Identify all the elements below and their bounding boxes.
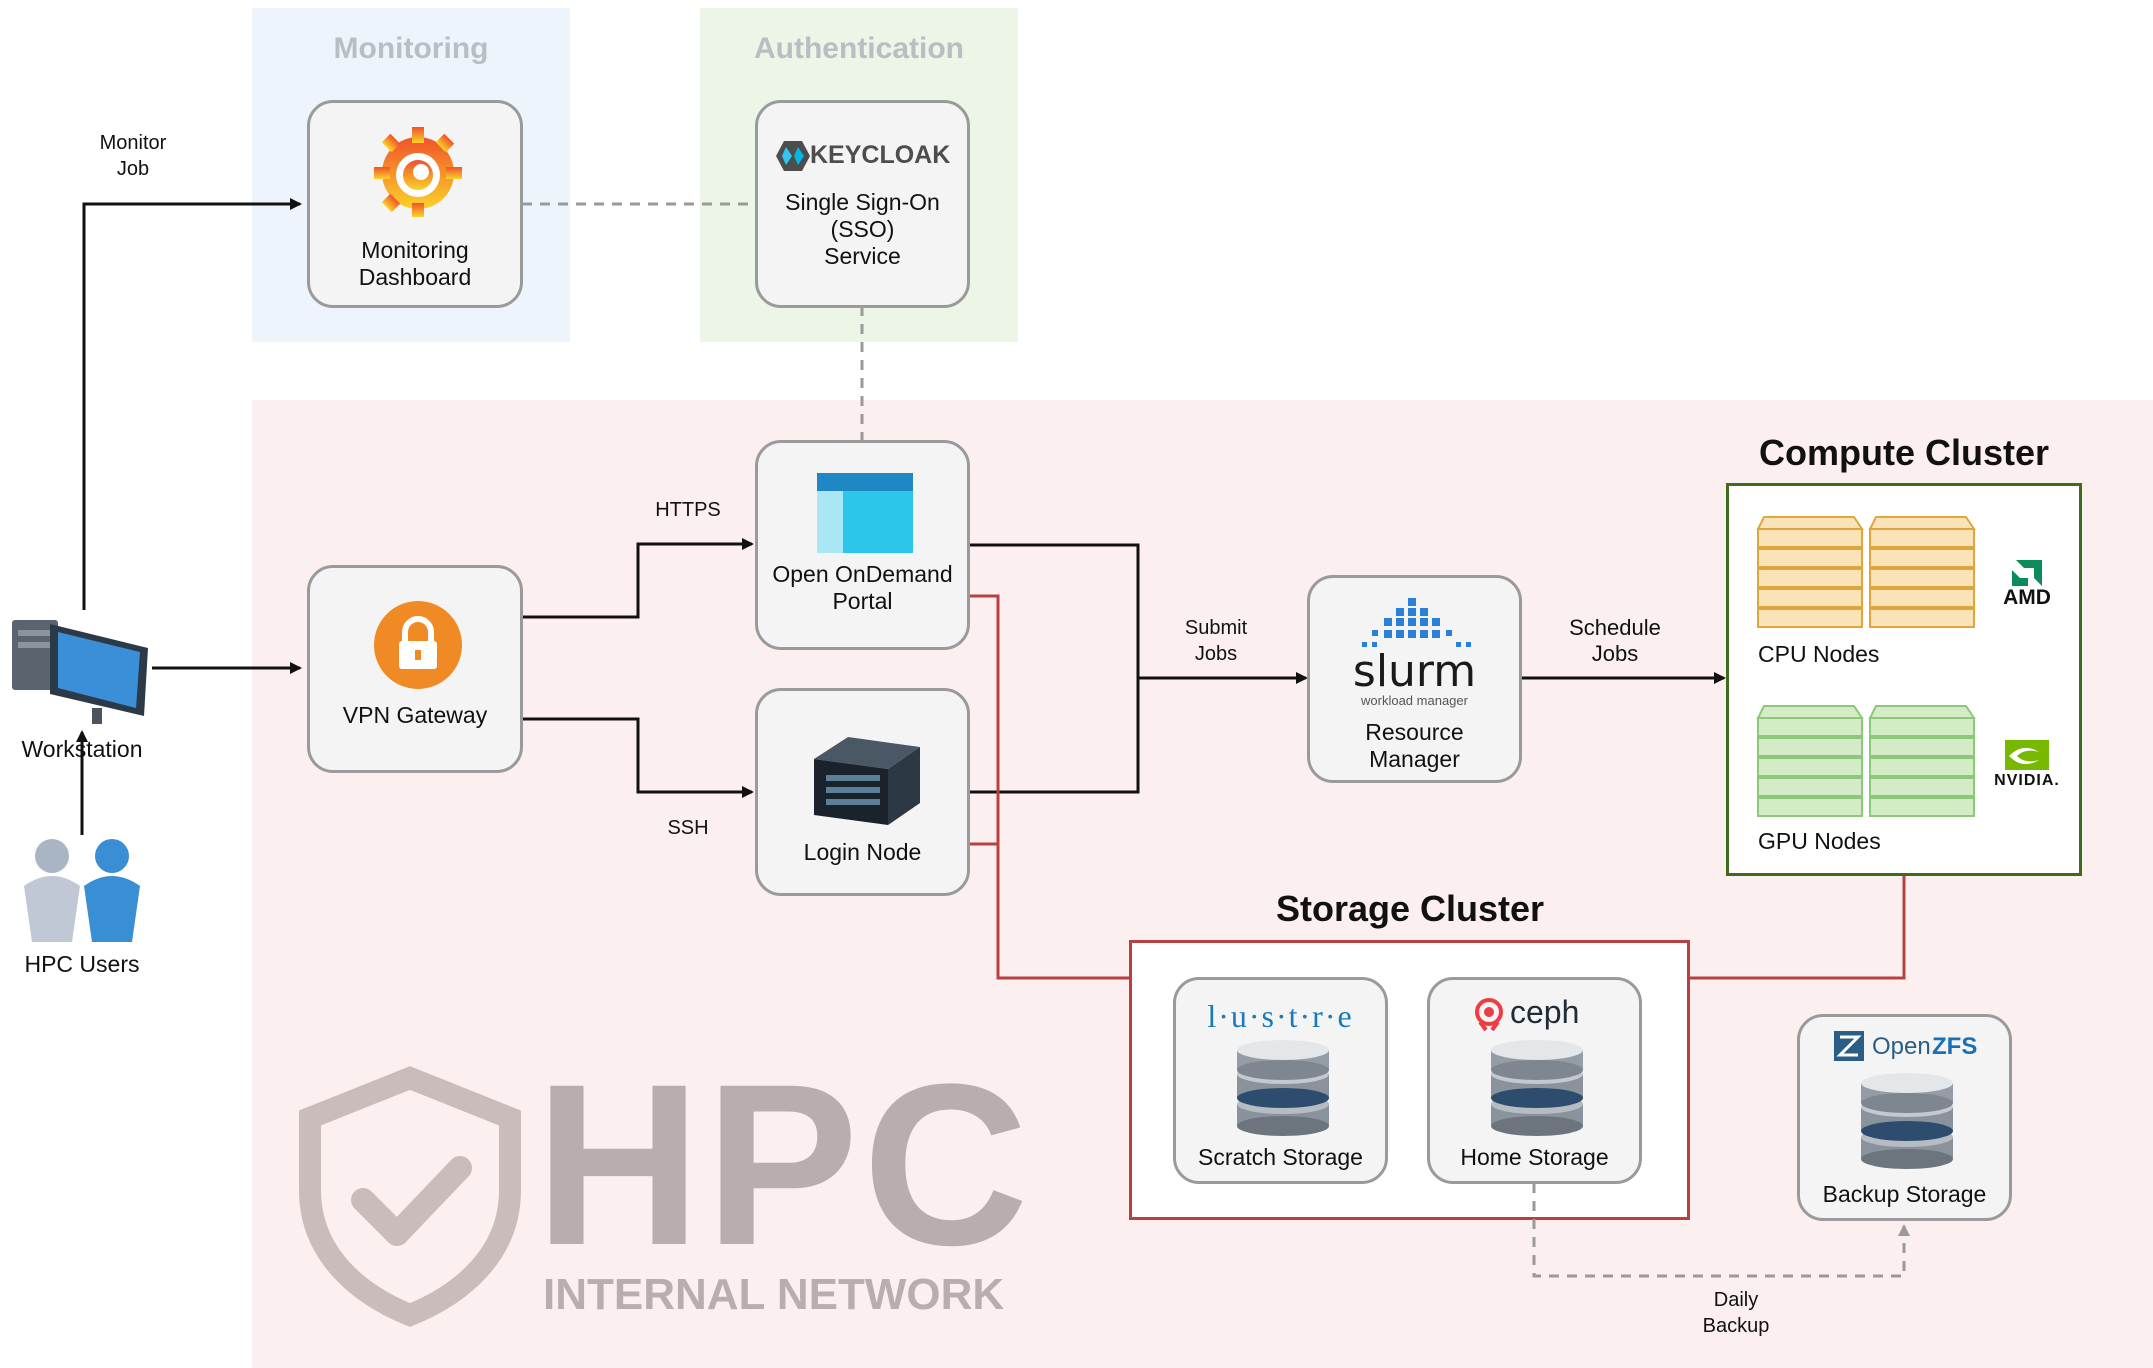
watermark-sub-text: INTERNAL NETWORK — [543, 1270, 1005, 1319]
shield-check-icon — [299, 1066, 521, 1327]
workstation-label: Workstation — [21, 736, 143, 762]
hpc-users-label: HPC Users — [24, 951, 140, 977]
submit-jobs-label: Submit Jobs — [1184, 617, 1248, 665]
nvidia-eye-icon — [2005, 740, 2049, 770]
watermark-hpc-text: HPC — [535, 1036, 1033, 1293]
backup-storage-label: Backup Storage — [1822, 1181, 1987, 1207]
ondemand-icon — [817, 473, 913, 553]
keycloak-icon — [776, 141, 810, 171]
daily-backup-edge — [1532, 1183, 1910, 1278]
portal-submit-edge — [970, 543, 1140, 678]
openzfs-logo: Open ZFS — [1834, 1031, 1994, 1065]
ceph-icon — [1475, 998, 1503, 1032]
gpu-server-rack-icon — [1756, 705, 1976, 817]
ondemand-portal-label: Open OnDemand Portal — [772, 561, 953, 614]
authentication-zone-title: Authentication — [754, 32, 964, 65]
cpu-server-rack-icon — [1756, 516, 1976, 628]
lustre-logo: l·u·s·t·r·e — [1207, 998, 1354, 1034]
workstation-icon — [12, 620, 148, 724]
compute-storage-link — [1690, 876, 1906, 980]
compute-cluster-title: Compute Cluster — [1758, 432, 2050, 473]
hpc-watermark: HPC INTERNAL NETWORK — [295, 1050, 1075, 1327]
workstation[interactable] — [8, 608, 158, 728]
ondemand-portal-node[interactable]: Open OnDemand Portal — [755, 440, 970, 650]
monitoring-zone-title: Monitoring — [333, 32, 489, 65]
login-submit-edge — [970, 678, 1140, 794]
ssh-edge — [522, 717, 754, 798]
gpu-nodes-group[interactable]: GPU Nodes — [1756, 704, 1988, 864]
sso-service-label: Single Sign-On (SSO) Service — [785, 189, 940, 269]
scratch-storage-node[interactable]: l·u·s·t·r·e Scratch Storage — [1173, 977, 1388, 1184]
monitoring-dashboard-node[interactable]: Monitoring Dashboard — [307, 100, 523, 308]
cpu-nodes-label: CPU Nodes — [1758, 641, 1880, 667]
gpu-nodes-label: GPU Nodes — [1758, 828, 1881, 854]
lock-icon — [374, 601, 462, 689]
nvidia-logo-text: NVIDIA. — [1994, 772, 2060, 789]
users-icon — [24, 839, 140, 942]
database-icon — [1491, 1040, 1583, 1136]
resource-manager-label: Resource Manager — [1365, 719, 1464, 772]
schedule-jobs-label: Schedule Jobs — [1569, 615, 1661, 666]
monitoring-dashboard-label: Monitoring Dashboard — [358, 237, 472, 290]
login-node[interactable]: Login Node — [755, 688, 970, 896]
vpn-gateway-label: VPN Gateway — [342, 702, 488, 728]
https-edge — [522, 538, 754, 619]
ceph-logo: ceph — [1474, 994, 1604, 1034]
monitor-job-label: Monitor Job — [99, 132, 167, 180]
daily-backup-label: Daily Backup — [1702, 1289, 1770, 1337]
scratch-storage-label: Scratch Storage — [1198, 1144, 1363, 1170]
openzfs-logo-zfs: ZFS — [1932, 1033, 1978, 1060]
amd-arrow-icon — [2012, 560, 2042, 586]
slurm-dots-icon — [1362, 598, 1471, 647]
keycloak-logo-text: KEYCLOAK — [810, 141, 951, 169]
storage-cluster-title: Storage Cluster — [1275, 888, 1545, 929]
openzfs-icon — [1834, 1031, 1864, 1061]
backup-storage-node[interactable]: Open ZFS Backup Storage — [1797, 1014, 2012, 1221]
slurm-logo-subtext: workload manager — [1361, 693, 1468, 708]
amd-logo: AMD — [2000, 560, 2054, 610]
database-icon — [1861, 1073, 1953, 1169]
cpu-nodes-group[interactable]: CPU Nodes — [1756, 515, 1988, 675]
ceph-logo-text: ceph — [1510, 994, 1580, 1030]
keycloak-logo: KEYCLOAK — [776, 139, 956, 173]
nvidia-logo: NVIDIA. — [1990, 740, 2064, 794]
home-storage-node[interactable]: ceph Home Storage — [1427, 977, 1642, 1184]
monitor-job-edge — [82, 198, 302, 610]
sso-service-node[interactable]: KEYCLOAK Single Sign-On (SSO) Service — [755, 100, 970, 308]
server-icon — [814, 737, 920, 825]
hpc-users[interactable] — [18, 836, 146, 946]
resource-manager-node[interactable]: slurm workload manager Resource Manager — [1307, 575, 1522, 783]
ssh-label: SSH — [667, 817, 709, 839]
https-label: HTTPS — [655, 499, 721, 521]
amd-logo-text: AMD — [2003, 586, 2051, 609]
openzfs-logo-open: Open — [1872, 1033, 1931, 1060]
slurm-logo-text: slurm — [1352, 646, 1477, 697]
portal-storage-link — [970, 594, 1129, 980]
vpn-gateway-node[interactable]: VPN Gateway — [307, 565, 523, 773]
grafana-icon — [374, 127, 462, 217]
database-icon — [1237, 1040, 1329, 1136]
login-node-label: Login Node — [803, 839, 922, 865]
home-storage-label: Home Storage — [1460, 1144, 1609, 1170]
